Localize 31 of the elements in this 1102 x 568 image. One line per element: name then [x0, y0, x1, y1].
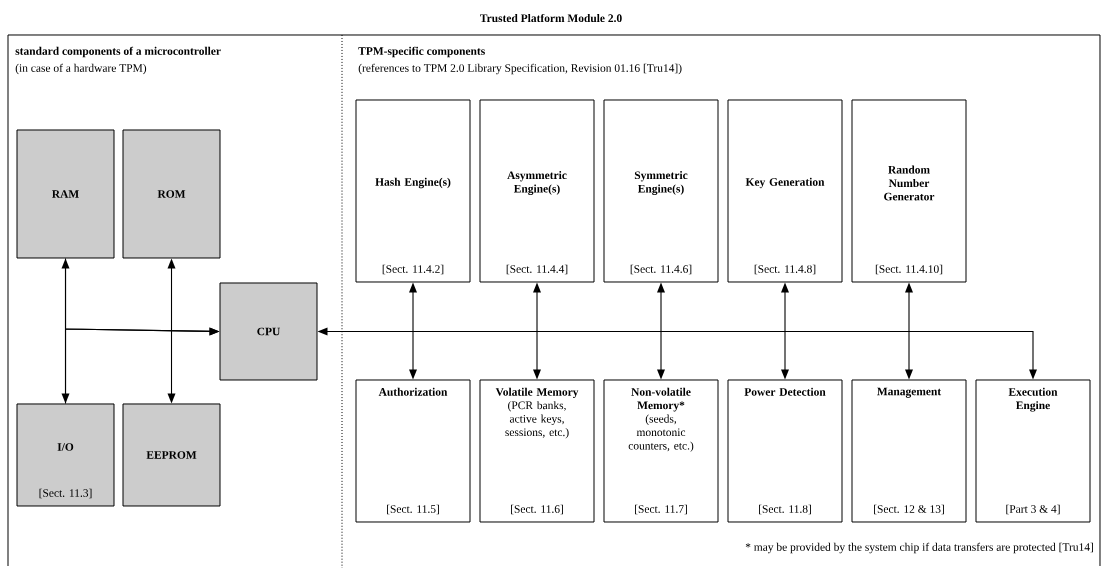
component-box: Key Generation [Sect. 11.4.8] [727, 99, 843, 283]
component-box: Execution Engine [Part 3 & 4] [975, 379, 1091, 523]
arrow [61, 258, 70, 404]
component-box: ROM [122, 129, 221, 259]
component-box: EEPROM [122, 403, 221, 507]
arrow [533, 282, 541, 380]
component-box: Hash Engine(s) [Sect. 11.4.2] [355, 99, 471, 283]
component-box: Symmetric Engine(s) [Sect. 11.4.6] [603, 99, 719, 283]
title: Trusted Platform Module 2.0 [480, 13, 622, 23]
component-box: Volatile Memory (PCR banks, active keys, sessions, etc.) [Sect. 11.6] [479, 379, 595, 523]
heading-text: (in case of a hardware TPM) [15, 63, 147, 75]
heading-text: (references to TPM 2.0 Library Specification, Revision 01.16 [Tru14]) [358, 63, 682, 75]
arrow [781, 282, 789, 380]
heading-text: standard components of a microcontroller [15, 46, 221, 58]
component-box: Non-volatile Memory* (seeds, monotonic counters, etc.) [Sect. 11.7] [603, 379, 719, 523]
component-box: RAM [16, 129, 115, 259]
arrow [317, 327, 1037, 380]
heading-text: TPM-specific components [358, 46, 485, 58]
component-box: Random Number Generator [Sect. 11.4.10] [851, 99, 967, 283]
arrow [657, 282, 665, 380]
component-box: Asymmetric Engine(s) [Sect. 11.4.4] [479, 99, 595, 283]
arrow [64, 327, 220, 405]
component-box: CPU [219, 282, 318, 381]
component-box: Power Detection [Sect. 11.8] [727, 379, 843, 523]
component-box: I/O [Sect. 11.3] [16, 403, 115, 507]
component-box: Authorization [Sect. 11.5] [355, 379, 471, 523]
arrow [167, 258, 176, 404]
component-box: Management [Sect. 12 & 13] [851, 379, 967, 523]
heading-text: * may be provided by the system chip if data transfers are protected [Tru14] [745, 542, 1093, 554]
arrow [905, 282, 913, 380]
arrow [409, 282, 417, 380]
